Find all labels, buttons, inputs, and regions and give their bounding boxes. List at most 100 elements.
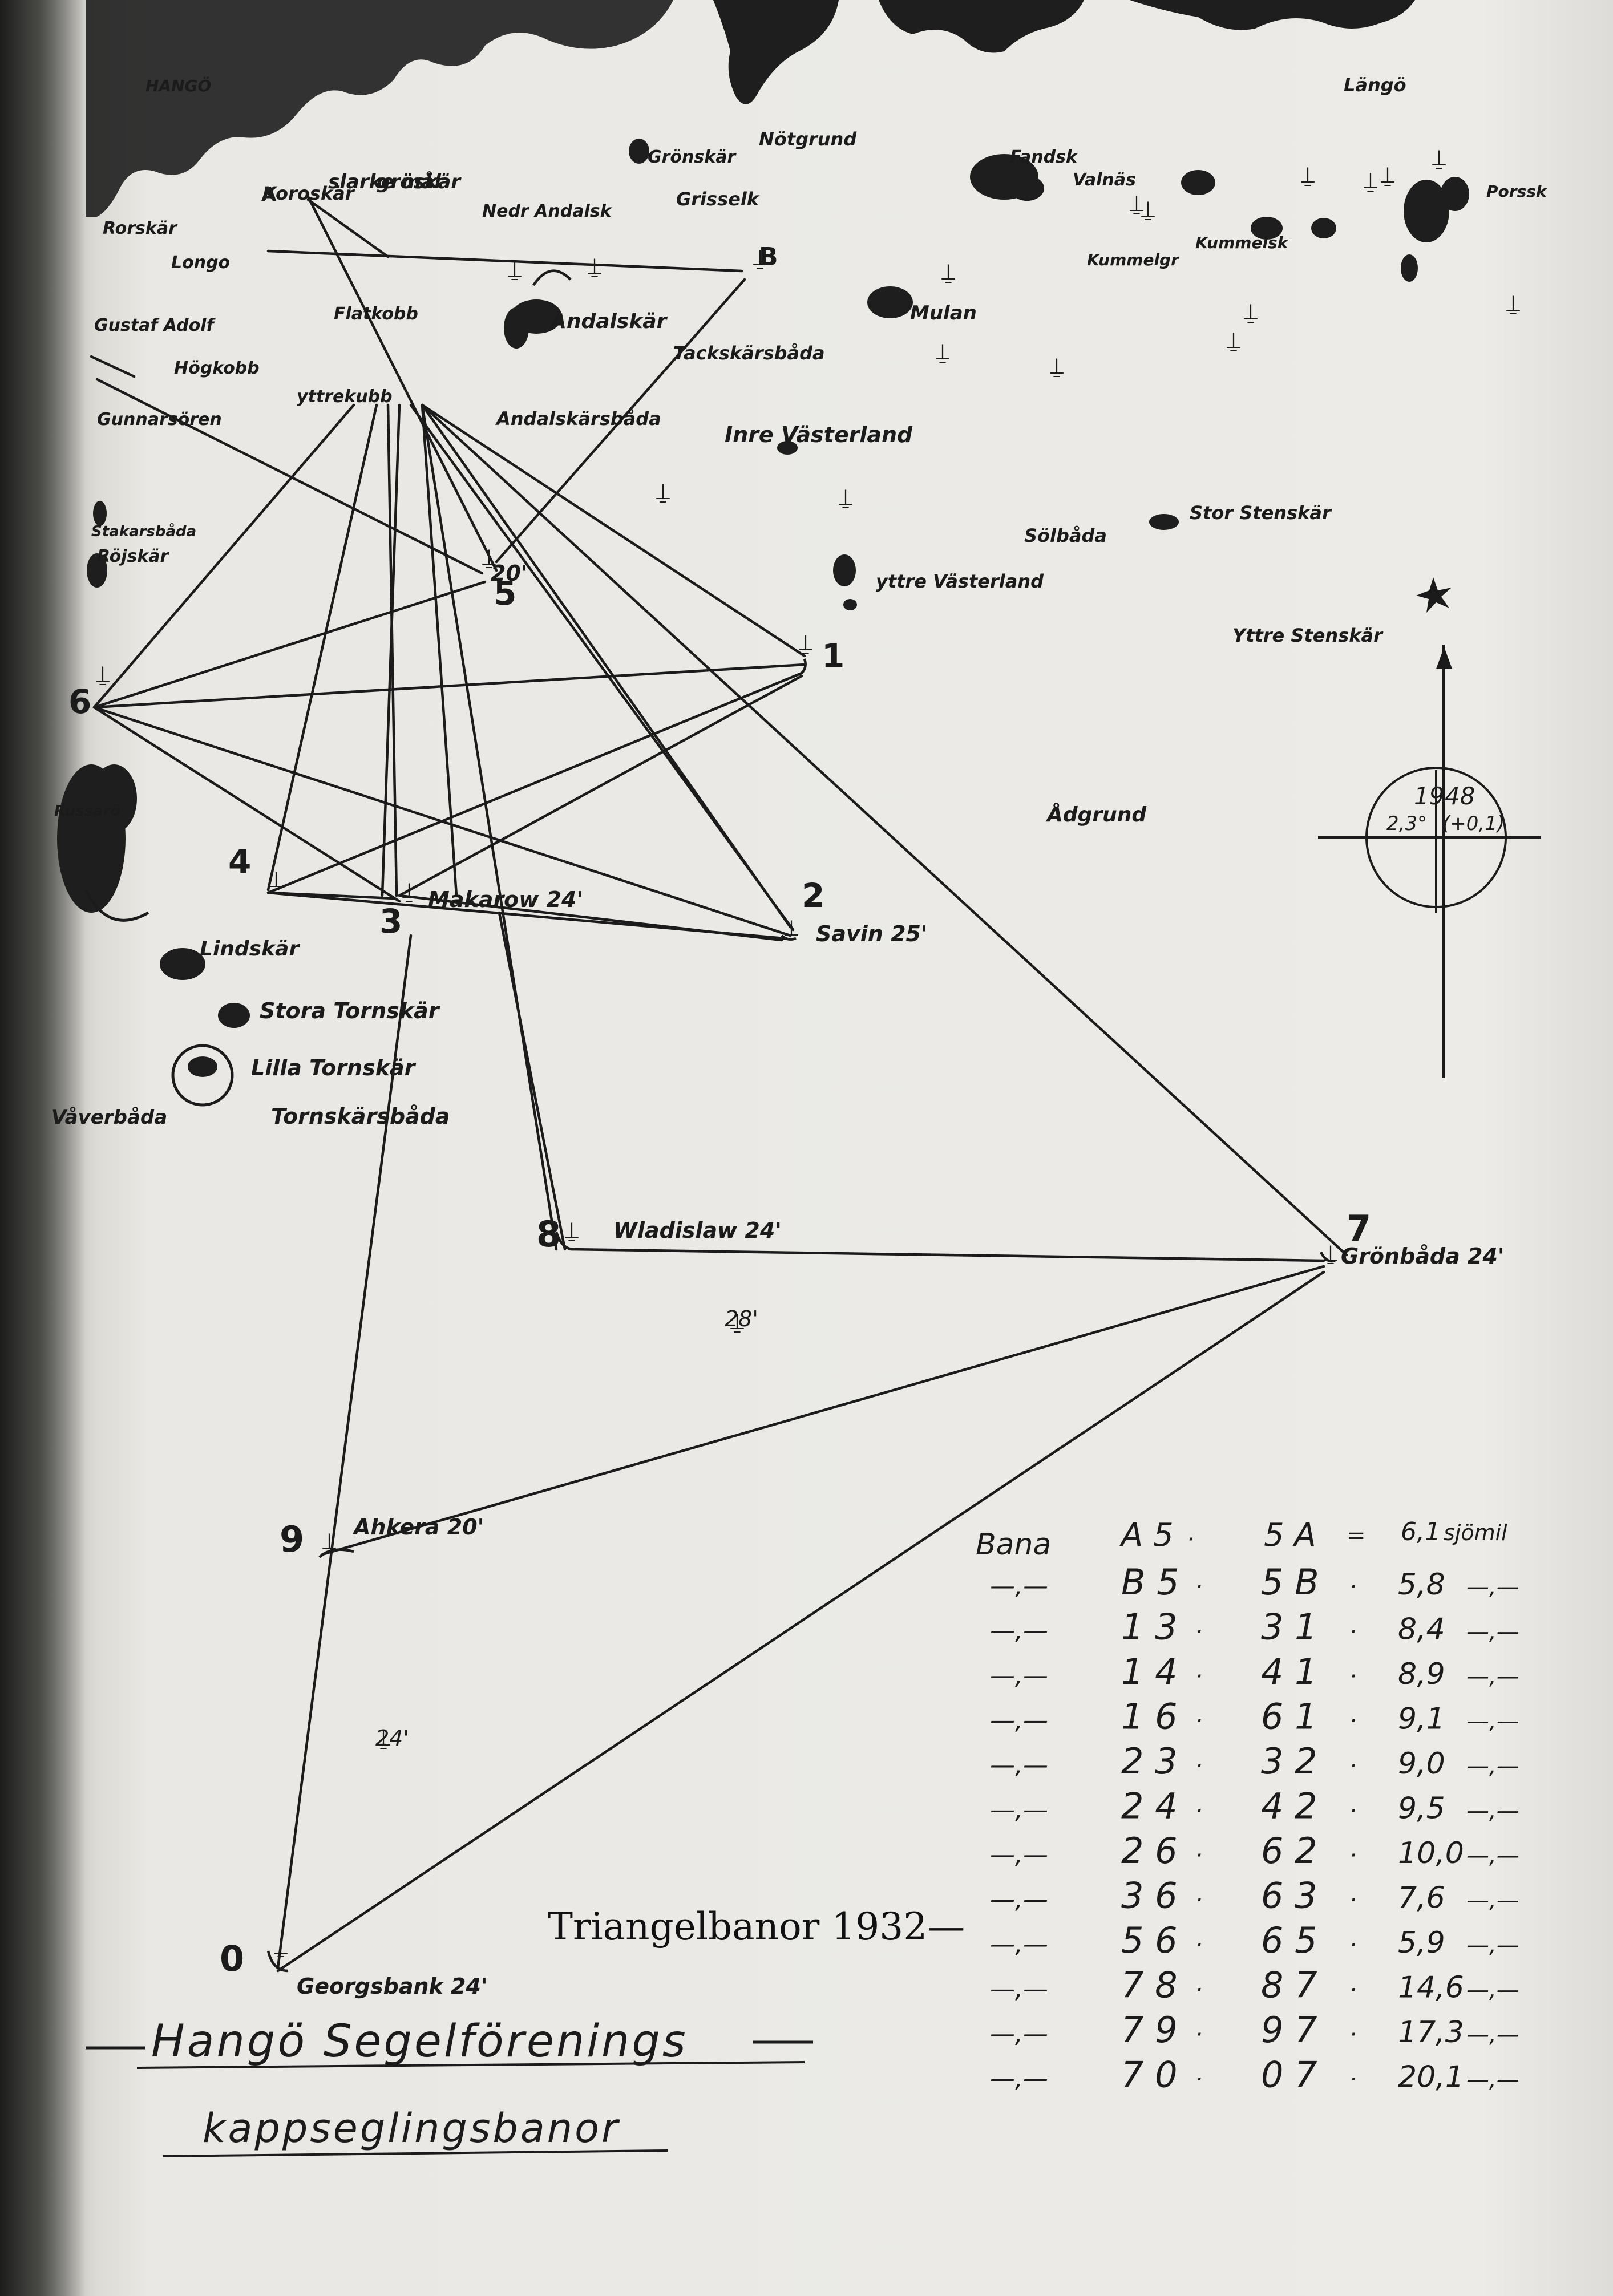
place-name-fandsk: Fandsk [1010,147,1078,167]
table-ditto-bana: —,— [990,1840,1048,1869]
course-line [90,355,136,378]
mark-number-A: A [261,183,277,206]
map-title-line1: Hangö Segelförenings [151,2016,688,2067]
table-header-bana: Bana [976,1528,1051,1562]
course-line [381,403,401,897]
course-line [321,1265,1325,1556]
table-course-forward: 2 3 [1121,1740,1178,1782]
beacon-icon: ⍊ [269,866,283,893]
place-name-porssk: Porssk [1486,182,1548,201]
table-sep: · [1195,1619,1203,1645]
table-course-reverse: 5 B [1261,1561,1319,1603]
caption: Triangelbanor 1932— [548,1882,1118,1968]
mark-number-9: 9 [280,1518,304,1560]
place-name-lilla-tornskar: Lilla Tornskär [251,1055,417,1080]
course-line [386,403,398,897]
depth-label: 24' [375,1726,409,1751]
mark-name-3: Makarow 24' [428,887,583,912]
table-ditto-bana: —,— [990,1572,1048,1601]
table-distance: 5,9 [1398,1926,1445,1960]
place-name-gronskar: Grönskär [648,147,737,167]
mark-number-8: 8 [536,1213,561,1255]
table-course-reverse: 4 1 [1261,1651,1317,1692]
beacon-icon: ⍊ [753,245,767,271]
table-ditto-bana: —,— [990,1975,1048,2004]
table-course-forward: B 5 [1121,1561,1179,1603]
table-course-forward: 1 6 [1121,1696,1178,1738]
table-ditto-unit: —,— [1466,1619,1519,1645]
table-ditto-bana: —,— [990,1751,1048,1780]
table-sep: · [1349,1798,1357,1824]
course-line [95,378,484,575]
place-name-grisselk: Grisselk [676,188,760,210]
place-name-groskar: gröskär [377,171,462,193]
beacon-icon: ⍊ [1130,191,1143,217]
table-header-b: 5 A [1264,1517,1316,1554]
compass-rose [1318,645,1541,1078]
mark-number-6: 6 [68,682,91,721]
table-sep: · [1349,1708,1357,1735]
caption-text: Triangelbanor 1932— [548,1905,965,1949]
place-name-andalskar: Andalskär [549,310,668,333]
table-course-forward: 2 6 [1121,1830,1178,1872]
place-name-lindskar: Lindskär [200,937,300,961]
table-course-reverse: 0 7 [1261,2054,1317,2096]
place-name-notgrund: Nötgrund [759,128,857,150]
course-line [276,1270,1325,1973]
place-name-yttre-stenskar: Yttre Stenskär [1232,625,1384,646]
table-sep: · [1349,1977,1357,2003]
place-name-tackskarsbada: Tackskärsbåda [673,342,825,364]
table-ditto-unit: —,— [1466,1888,1519,1914]
table-sep: · [1349,1574,1357,1600]
table-ditto-unit: —,— [1466,1574,1519,1600]
place-name-rorskar: Rorskär [103,218,178,238]
compass-variation: 2,3° [1386,812,1427,835]
course-line [421,403,558,1251]
table-distance: 7,6 [1398,1881,1445,1916]
mark-number-1: 1 [822,637,844,675]
mark-number-0: 0 [220,1938,244,1979]
place-name-yttre-vasterland: yttre Västerland [876,570,1044,592]
beacon-icon: ⍊ [402,878,416,904]
north-arrow-icon [1436,647,1452,669]
russaro-harbour [84,889,149,922]
beacon-icon: ⍊ [799,630,812,656]
table-distance: 10,0 [1398,1836,1464,1870]
table-sep: · [1187,1526,1194,1553]
table-sep: · [1349,1753,1357,1779]
table-ditto-unit: —,— [1466,2022,1519,2048]
place-name-gunnarsoren: Gunnarsören [97,410,222,430]
north-star-icon [1416,577,1452,613]
mark-name-7: Grönbåda 24' [1341,1244,1505,1269]
table-sep: = [1347,1522,1366,1549]
beacon-icon: ⍊ [656,479,670,505]
place-name-longo-e: Längö [1344,74,1406,96]
table-distance: 9,5 [1398,1792,1445,1826]
table-course-forward: 5 6 [1121,1920,1178,1961]
beacon-icon: ⍊ [1301,162,1315,188]
mark-number-B: B [759,242,778,272]
place-name-adgrund: Ådgrund [1045,803,1147,827]
course-line [421,403,1348,1257]
course-distance-table: Bana A 5 · 5 A = 6,1 sjömil —,—B 5·5 B·5… [976,1517,1519,2096]
table-sep: · [1349,2067,1357,2093]
book-spine-shadow [0,0,86,2296]
mainland-coast [86,0,673,217]
table-distance: 8,9 [1398,1657,1445,1691]
beacon-icon: ⍊ [482,544,496,570]
map-title-line2: kappseglingsbanor [203,2105,620,2152]
place-name-koroskar: Koroskär [262,183,355,204]
course-line [569,1248,1325,1262]
title-underline [136,2061,805,2069]
beacon-icon: ⍊ [1364,168,1377,194]
course-line [92,403,355,709]
table-ditto-unit: —,— [1466,1708,1519,1735]
place-name-flotkobb: Flatkobb [334,304,418,324]
place-name-nedre-andelsk: Nedr Andalsk [482,201,613,221]
mark-number-5: 5 [494,574,516,613]
course-line [306,198,390,258]
table-sep: · [1195,2067,1203,2093]
place-name-gustaf-adolf: Gustaf Adolf [94,315,216,335]
